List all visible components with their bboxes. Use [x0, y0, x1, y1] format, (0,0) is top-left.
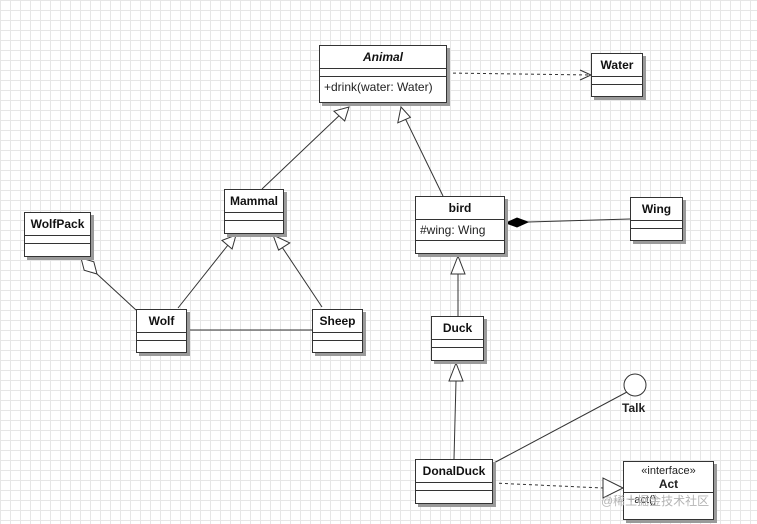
attributes-section: [225, 213, 283, 221]
attributes-section: [432, 340, 483, 348]
interface-stereotype: «interface»: [641, 465, 696, 477]
attributes-section: [320, 69, 446, 77]
aggregation-wolfpack-wolf: [96, 273, 137, 311]
operations-section: [416, 491, 492, 498]
class-duck[interactable]: Duck: [431, 316, 484, 361]
operations-section: [631, 229, 682, 236]
aggregation-diamond: [80, 257, 98, 275]
class-name: WolfPack: [25, 213, 90, 236]
attributes-section: [592, 77, 642, 85]
class-name: Wolf: [137, 310, 186, 333]
class-name: Sheep: [313, 310, 362, 333]
class-name: Mammal: [225, 190, 283, 213]
operations-section: [416, 241, 504, 248]
class-name: Animal: [320, 46, 446, 69]
generalization-arrowhead: [221, 234, 237, 250]
generalization-arrowhead: [272, 234, 291, 251]
class-name: Duck: [432, 317, 483, 340]
operations-section: [592, 85, 642, 92]
generalization-sheep-mammal: [281, 246, 323, 308]
class-name: DonalDuck: [416, 460, 492, 483]
generalization-arrowhead: [450, 254, 466, 275]
class-name: Water: [592, 54, 642, 77]
generalization-mammal-animal: [261, 111, 344, 190]
generalization-donalduck-duck: [453, 380, 457, 460]
class-sheep[interactable]: Sheep: [312, 309, 363, 353]
class-name: bird: [416, 197, 504, 220]
generalization-arrowhead: [397, 105, 412, 124]
realization-donalduck-act: [492, 482, 604, 489]
watermark: @稀土掘金技术社区: [601, 494, 710, 508]
operations-section: [25, 244, 90, 251]
class-wing[interactable]: Wing: [630, 197, 683, 241]
class-name: Wing: [631, 198, 682, 221]
class-wolf[interactable]: Wolf: [136, 309, 187, 353]
composition-diamond: [504, 217, 530, 228]
class-bird[interactable]: bird #wing: Wing: [415, 196, 505, 254]
class-animal[interactable]: Animal +drink(water: Water): [319, 45, 447, 103]
attributes-section: [25, 236, 90, 244]
class-wolfpack[interactable]: WolfPack: [24, 212, 91, 257]
generalization-wolf-mammal: [177, 244, 229, 309]
interface-act[interactable]: «interface» Act +act(): [623, 461, 714, 520]
attribute: #wing: Wing: [416, 220, 504, 241]
class-donalduck[interactable]: DonalDuck: [415, 459, 493, 504]
dependency-animal-water: [446, 72, 592, 76]
generalization-arrowhead: [448, 361, 464, 382]
attributes-section: [137, 333, 186, 341]
interface-name: Act: [658, 477, 679, 491]
talk-interface-lollipop: [623, 373, 647, 397]
interface-divider: [624, 491, 713, 493]
class-water[interactable]: Water: [591, 53, 643, 97]
talk-label: Talk: [622, 401, 646, 415]
class-mammal[interactable]: Mammal: [224, 189, 284, 234]
generalization-arrowhead: [332, 106, 350, 122]
generalization-bird-animal: [404, 117, 444, 197]
realization-arrowhead: [602, 477, 625, 499]
attributes-section: [631, 221, 682, 229]
operation: +drink(water: Water): [324, 80, 433, 94]
operations-section: [313, 341, 362, 348]
composition-bird-wing: [527, 218, 631, 223]
attributes-section: [416, 483, 492, 491]
operations-section: [137, 341, 186, 348]
operations-section: [432, 348, 483, 355]
attributes-section: [313, 333, 362, 341]
interface-operation: +act(): [628, 494, 657, 506]
operations-section: [225, 221, 283, 228]
interface-link-talk: [489, 391, 628, 466]
